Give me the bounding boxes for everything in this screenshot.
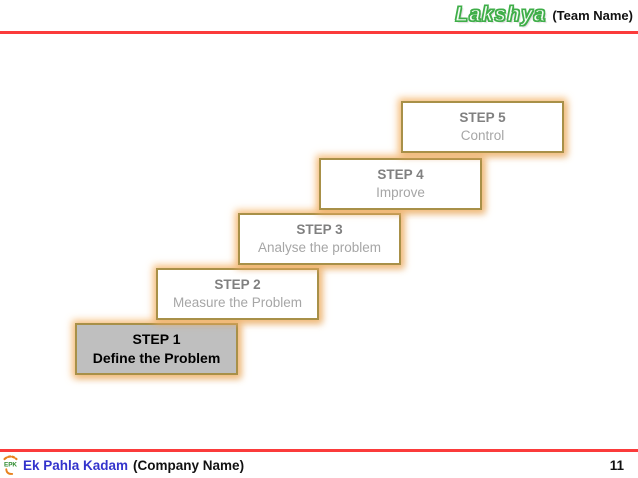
step-title: STEP 1 [132, 331, 181, 348]
company-name: Ek Pahla Kadam [23, 457, 129, 473]
team-name-label: (Team Name) [552, 7, 633, 23]
step-box-5: STEP 5 Control [401, 101, 564, 153]
step-box-1: STEP 1 Define the Problem [75, 323, 238, 375]
page-number: 11 [609, 457, 624, 473]
footprint-logo-icon: EPK [3, 455, 18, 475]
header-divider-line [0, 31, 638, 34]
step-title: STEP 4 [377, 166, 424, 182]
header: Lakshya (Team Name) [0, 0, 638, 30]
step-subtitle: Define the Problem [92, 350, 221, 366]
step-title: STEP 5 [459, 109, 506, 125]
step-subtitle: Measure the Problem [172, 295, 303, 310]
step-box-2: STEP 2 Measure the Problem [156, 268, 319, 320]
step-subtitle: Improve [376, 185, 425, 200]
footer: EPK Ek Pahla Kadam (Company Name) 11 [0, 452, 638, 478]
step-title: STEP 2 [214, 276, 261, 292]
team-logo-text: Lakshya [455, 2, 547, 26]
step-box-3: STEP 3 Analyse the problem [238, 213, 401, 265]
footprint-logo-text: EPK [4, 461, 17, 468]
step-box-4: STEP 4 Improve [319, 158, 482, 210]
step-title: STEP 3 [296, 221, 343, 237]
step-subtitle: Analyse the problem [257, 240, 382, 255]
step-subtitle: Control [460, 128, 505, 143]
company-name-label: (Company Name) [133, 457, 245, 473]
footer-divider-line [0, 449, 638, 452]
